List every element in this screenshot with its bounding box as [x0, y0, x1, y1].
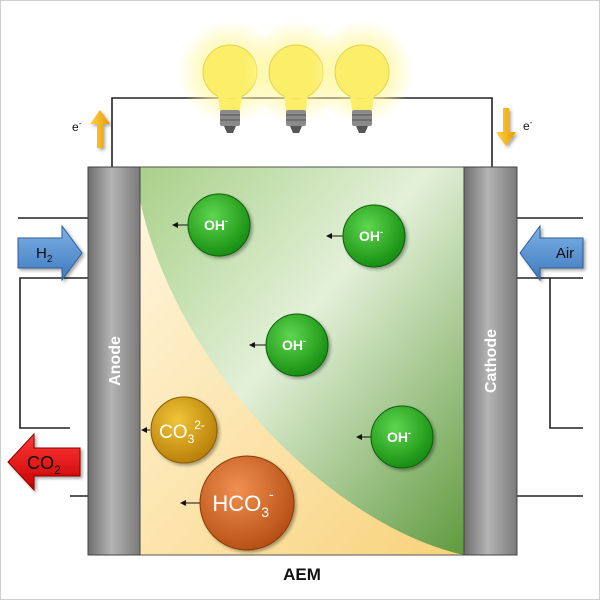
arrow-up-icon — [90, 110, 110, 148]
h2-inlet-arrow: H2 — [17, 224, 83, 282]
air-label: Air — [556, 245, 574, 262]
electron-label-left: e- — [72, 119, 82, 134]
anode-electrode: Anode — [87, 166, 141, 556]
hydroxide-ion: OH- — [249, 313, 329, 377]
electron-label-right: e- — [523, 118, 533, 133]
co2-label: CO2 — [27, 453, 61, 477]
arrow-down-icon — [496, 108, 516, 146]
hydroxide-ion: OH- — [326, 204, 406, 268]
svg-text:OH-: OH- — [204, 216, 228, 233]
anode-flow-lines — [18, 217, 88, 497]
co2-outlet-arrow: CO2 — [7, 432, 81, 492]
cathode-label: Cathode — [483, 329, 500, 393]
air-inlet-arrow: Air — [519, 224, 584, 282]
svg-text:OH-: OH- — [359, 227, 383, 244]
svg-text:OH-: OH- — [387, 428, 411, 445]
electron-flow-right: e- — [496, 108, 533, 146]
svg-text:OH-: OH- — [282, 336, 306, 353]
hydroxide-ion: OH- — [172, 193, 251, 257]
light-bulbs — [178, 20, 414, 133]
h2-label: H2 — [36, 245, 53, 265]
electron-flow-left: e- — [72, 110, 110, 148]
cathode-flow-lines — [517, 217, 583, 497]
hydroxide-ion: OH- — [356, 405, 434, 469]
light-bulb-icon — [310, 20, 414, 133]
membrane-label: AEM — [283, 565, 321, 584]
cathode-electrode: Cathode — [463, 166, 518, 556]
carbonate-ion: CO32- — [141, 396, 218, 464]
svg-text:CO32-: CO32- — [159, 418, 205, 446]
svg-text:HCO3-: HCO3- — [212, 486, 274, 520]
anode-label: Anode — [107, 336, 124, 386]
bicarbonate-ion: HCO3- — [180, 455, 295, 551]
